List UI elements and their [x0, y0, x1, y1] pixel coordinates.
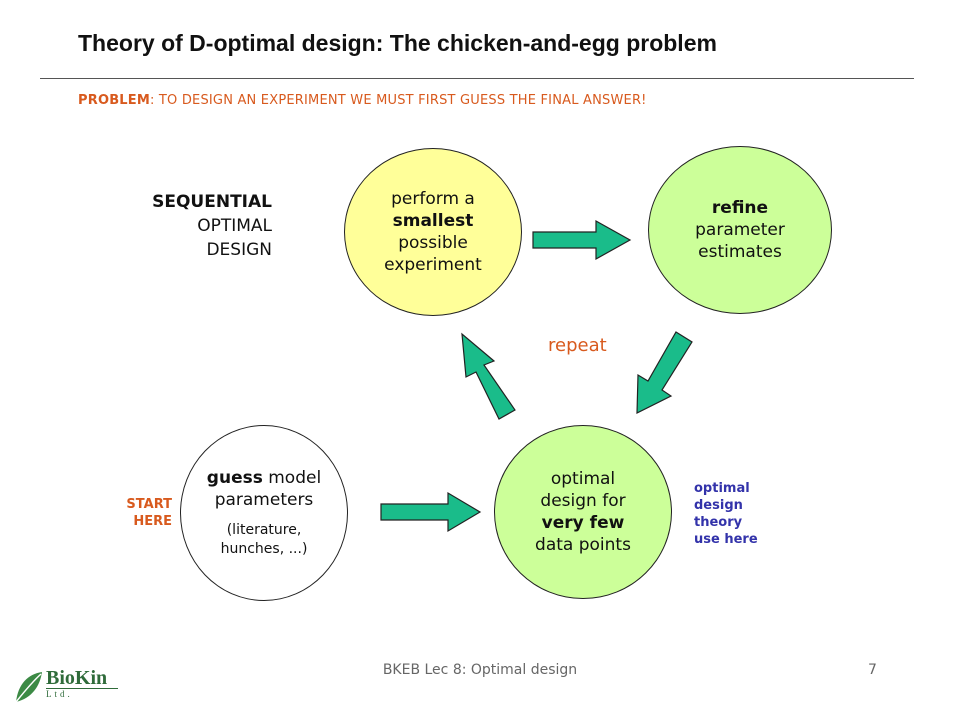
guess-line1: guess model: [207, 467, 321, 489]
odt-line2: design: [694, 498, 743, 513]
guess-rest: model: [262, 468, 322, 488]
node-guess-parameters: guess model parameters (literature, hunc…: [180, 425, 348, 601]
logo-name: BioKin: [46, 667, 108, 689]
start-here-label: START HERE: [100, 496, 172, 530]
seq-line1: SEQUENTIAL: [152, 192, 272, 212]
guess-note1: (literature,: [226, 522, 302, 538]
logo-subtitle: Ltd.: [46, 688, 118, 699]
perform-line2: smallest: [392, 211, 474, 231]
optimal-line1: optimal: [550, 469, 616, 489]
odt-line4: use here: [694, 532, 758, 547]
optimal-design-theory-note: optimal design theory use here: [694, 480, 758, 548]
repeat-label: repeat: [548, 335, 607, 356]
refine-line3: estimates: [698, 242, 782, 262]
perform-line4: experiment: [384, 255, 482, 275]
problem-text: : TO DESIGN AN EXPERIMENT WE MUST FIRST …: [150, 93, 647, 108]
node-perform-experiment: perform a smallest possible experiment: [344, 148, 522, 316]
problem-statement: PROBLEM: TO DESIGN AN EXPERIMENT WE MUST…: [78, 93, 647, 108]
optimal-line4: data points: [535, 535, 631, 555]
page-number: 7: [868, 662, 877, 678]
refine-line2: parameter: [695, 220, 785, 240]
start-line1: START: [126, 497, 172, 512]
sequential-optimal-design-label: SEQUENTIAL OPTIMAL DESIGN: [100, 190, 272, 262]
guess-note2: hunches, ...): [220, 541, 308, 557]
slide-title: Theory of D-optimal design: The chicken-…: [78, 30, 717, 56]
arrow-guess-to-optimal: [380, 491, 482, 533]
guess-line2: parameters: [214, 490, 314, 510]
arrow-perform-to-refine: [532, 219, 632, 261]
problem-label: PROBLEM: [78, 93, 150, 108]
guess-bold: guess: [206, 468, 263, 488]
refine-line1: refine: [711, 198, 769, 218]
arrow-refine-to-optimal: [636, 331, 693, 414]
title-divider: [40, 78, 914, 79]
start-line2: HERE: [133, 514, 172, 529]
odt-line1: optimal: [694, 481, 750, 496]
node-refine-estimates: refine parameter estimates: [648, 146, 832, 314]
seq-line2: OPTIMAL: [197, 216, 272, 236]
node-optimal-design: optimal design for very few data points: [494, 425, 672, 599]
seq-line3: DESIGN: [206, 240, 272, 260]
guess-note: (literature, hunches, ...): [221, 521, 308, 559]
optimal-line2: design for: [540, 491, 626, 511]
arrow-optimal-to-perform: [461, 332, 516, 420]
perform-line3: possible: [398, 233, 468, 253]
biokin-leaf-icon: [15, 672, 42, 703]
slide-footer: BKEB Lec 8: Optimal design: [382, 662, 578, 678]
odt-line3: theory: [694, 515, 743, 530]
perform-line1: perform a: [391, 189, 475, 209]
optimal-line3: very few: [541, 513, 625, 533]
